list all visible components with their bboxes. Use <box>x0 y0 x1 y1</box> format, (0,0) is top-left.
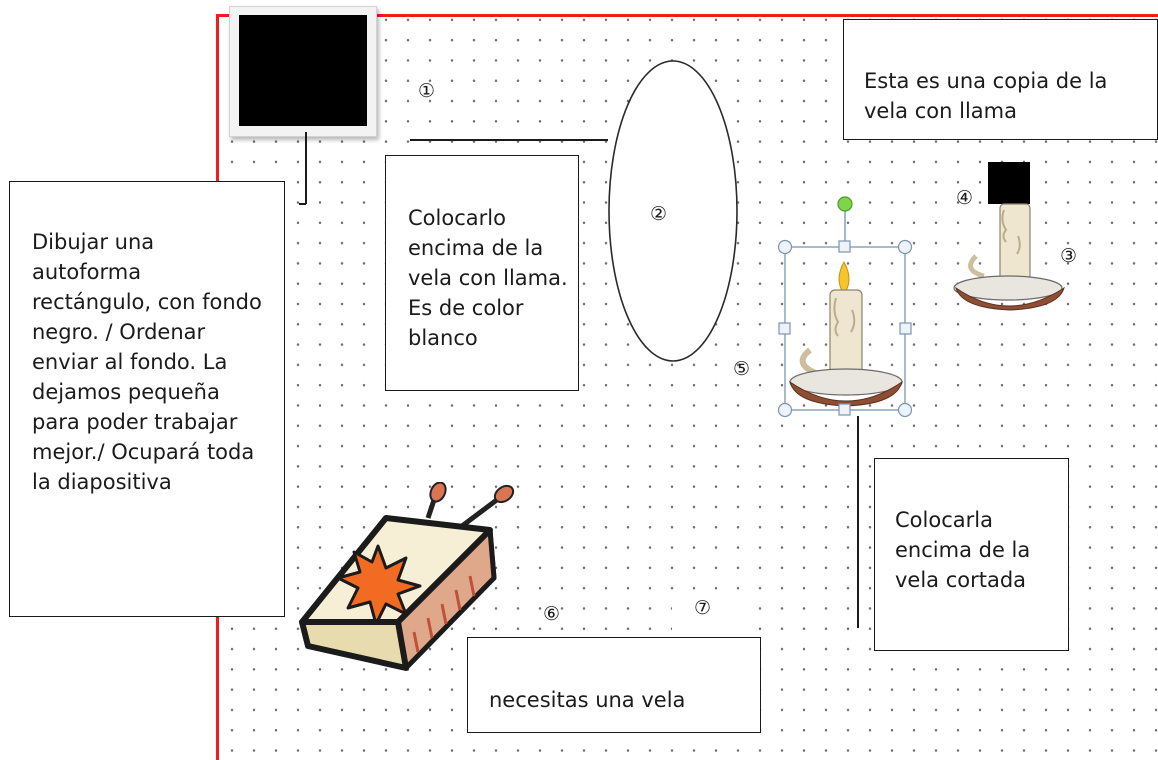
callout-place-on-cut-candle[interactable]: Colocarla encima de la vela cortada <box>874 458 1069 651</box>
white-ellipse-shape[interactable] <box>604 58 742 364</box>
step-1-label: ① <box>418 80 436 102</box>
step-6-label: ⑥ <box>543 603 561 625</box>
callout-ellipse-instructions[interactable]: Colocarlo encima de la vela con llama. E… <box>385 155 579 391</box>
callout-rectangle-instructions[interactable]: Dibujar una autoforma rectángulo, con fo… <box>9 181 285 617</box>
matchbox-icon[interactable] <box>294 482 522 674</box>
candle-with-flame-icon[interactable] <box>770 190 920 426</box>
step-7-patch: ⑦ <box>672 590 744 638</box>
connector-line <box>305 132 307 204</box>
small-black-square[interactable] <box>988 162 1030 204</box>
candle-cut-icon[interactable] <box>948 196 1068 318</box>
connector-line <box>410 139 608 141</box>
callout-text: necesitas una vela <box>489 688 686 712</box>
step-7-label: ⑦ <box>694 597 712 619</box>
connector-line <box>299 203 306 205</box>
step-2-label: ② <box>650 203 668 225</box>
step-5-label: ⑤ <box>733 358 751 380</box>
callout-need-candle[interactable]: necesitas una vela <box>467 637 761 733</box>
black-rectangle-fill <box>239 15 367 126</box>
step-3-label: ③ <box>1060 245 1078 267</box>
callout-text: Colocarla encima de la vela cortada <box>895 508 1031 592</box>
callout-text: Colocarlo encima de la vela con llama. E… <box>408 206 568 350</box>
callout-text: Dibujar una autoforma rectángulo, con fo… <box>32 230 262 494</box>
step-4-label: ④ <box>956 187 974 209</box>
callout-text: Esta es una copia de la vela con llama <box>864 69 1108 123</box>
black-rectangle-shape[interactable] <box>229 6 377 137</box>
connector-line <box>857 416 859 628</box>
callout-copy-note[interactable]: Esta es una copia de la vela con llama <box>843 19 1158 140</box>
